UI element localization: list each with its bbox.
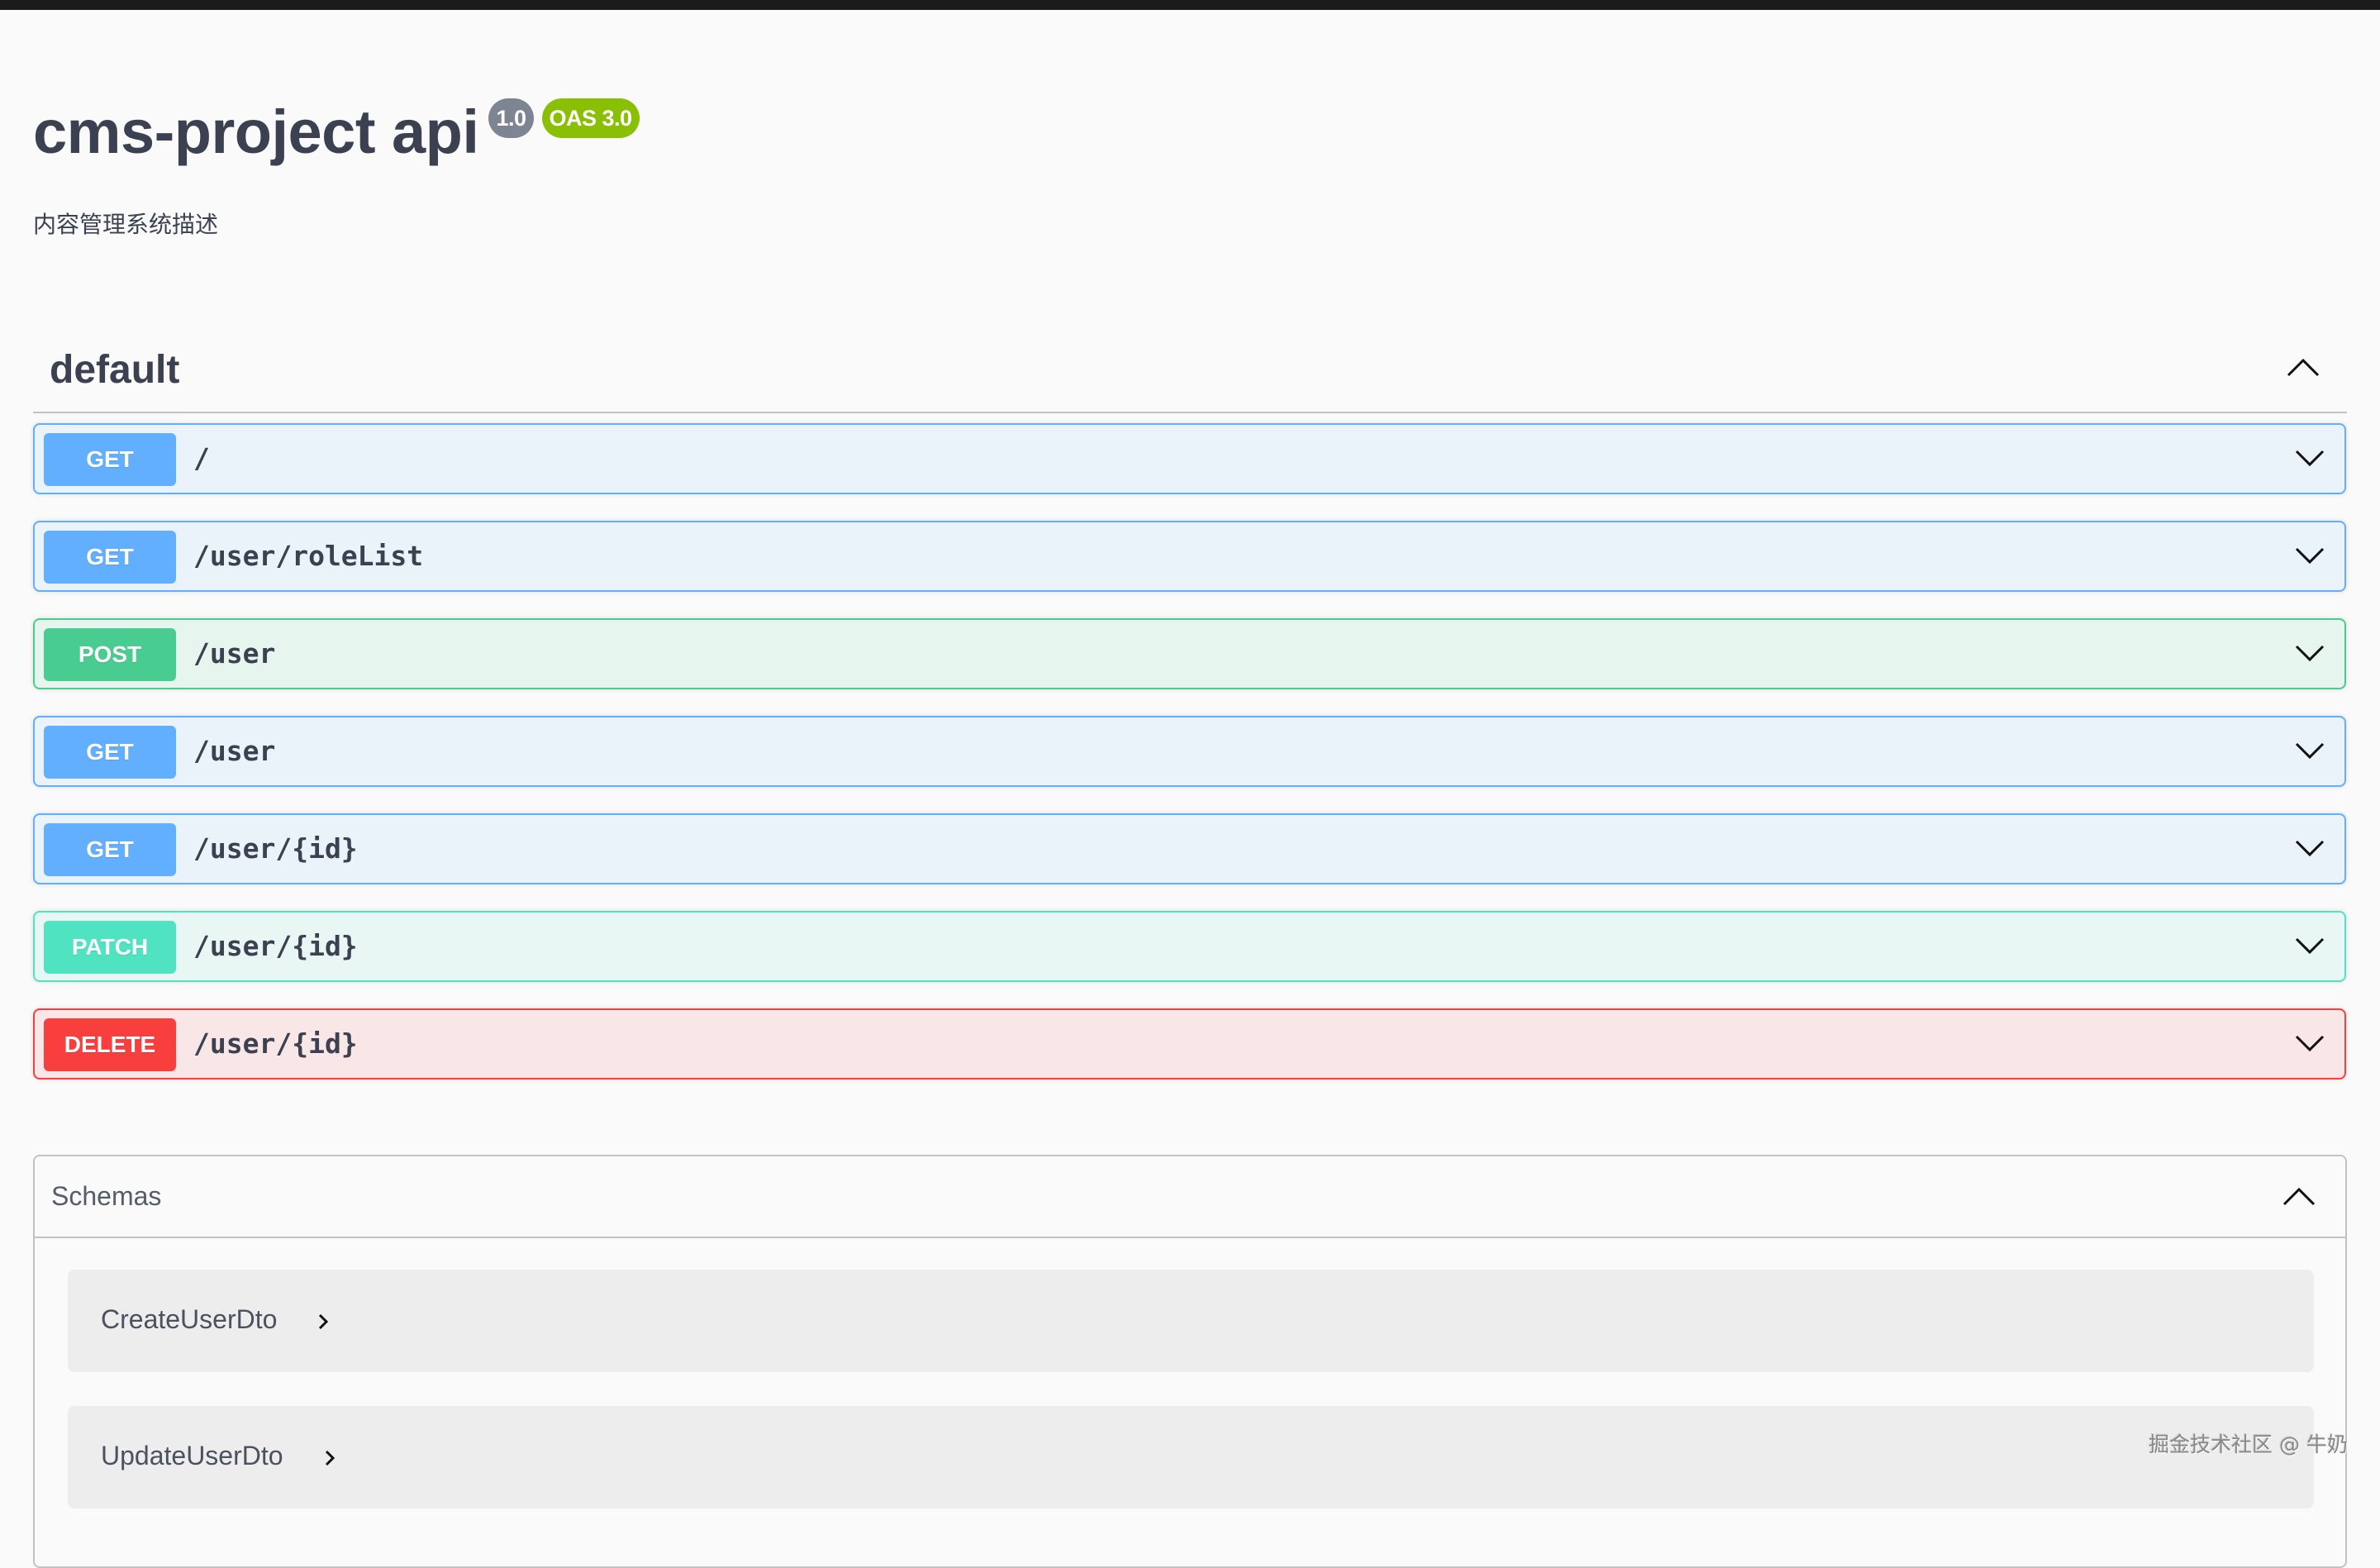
chevron-down-icon[interactable] (2295, 448, 2325, 468)
schemas-header[interactable]: Schemas (35, 1156, 2345, 1238)
operation-path: /user/roleList (193, 540, 424, 572)
page-title: cms-project api (33, 98, 479, 166)
oas-badge: OAS 3.0 (541, 98, 640, 138)
api-description: 内容管理系统描述 (33, 211, 219, 238)
operation-path: /user/{id} (193, 930, 358, 962)
chevron-down-icon[interactable] (2295, 546, 2325, 565)
operation-get-user-id[interactable]: GET /user/{id} (33, 813, 2346, 884)
tag-section-default[interactable]: default (33, 331, 2347, 413)
tag-title: default (50, 348, 180, 392)
schemas-title: Schemas (51, 1181, 162, 1211)
operation-patch-user-id[interactable]: PATCH /user/{id} (33, 911, 2346, 982)
chevron-down-icon[interactable] (2295, 1033, 2325, 1053)
operation-post-user[interactable]: POST /user (33, 618, 2346, 689)
operation-path: /user/{id} (193, 1027, 358, 1060)
method-badge: DELETE (44, 1018, 176, 1071)
browser-top-bar (0, 0, 2380, 10)
method-badge: GET (44, 823, 176, 876)
method-badge: GET (44, 726, 176, 779)
model-name: UpdateUserDto (101, 1441, 283, 1470)
schemas-section: Schemas CreateUserDto UpdateUserDto (33, 1155, 2347, 1568)
method-badge: POST (44, 628, 176, 681)
chevron-right-icon[interactable] (317, 1313, 329, 1331)
model-update-user-dto[interactable]: UpdateUserDto (68, 1406, 2314, 1508)
operation-path: / (193, 442, 210, 474)
chevron-up-icon[interactable] (2287, 357, 2320, 377)
chevron-down-icon[interactable] (2295, 838, 2325, 858)
operation-path: /user (193, 735, 276, 767)
operation-delete-user-id[interactable]: DELETE /user/{id} (33, 1008, 2346, 1079)
chevron-down-icon[interactable] (2295, 643, 2325, 663)
method-badge: GET (44, 433, 176, 486)
version-badge: 1.0 (488, 98, 534, 138)
chevron-down-icon[interactable] (2295, 936, 2325, 956)
watermark: 掘金技术社区 @ 牛奶 (2149, 1432, 2348, 1456)
method-badge: PATCH (44, 921, 176, 974)
operation-get-root[interactable]: GET / (33, 423, 2346, 494)
api-info: cms-project api 1.0 OAS 3.0 (33, 83, 640, 182)
operation-get-user-rolelist[interactable]: GET /user/roleList (33, 521, 2346, 592)
operation-path: /user/{id} (193, 832, 358, 865)
operation-get-user[interactable]: GET /user (33, 716, 2346, 787)
model-name: CreateUserDto (101, 1304, 278, 1334)
operation-path: /user (193, 637, 276, 670)
method-badge: GET (44, 531, 176, 584)
chevron-right-icon[interactable] (324, 1449, 336, 1467)
chevron-down-icon[interactable] (2295, 741, 2325, 760)
model-create-user-dto[interactable]: CreateUserDto (68, 1270, 2314, 1372)
chevron-up-icon[interactable] (2282, 1186, 2316, 1206)
